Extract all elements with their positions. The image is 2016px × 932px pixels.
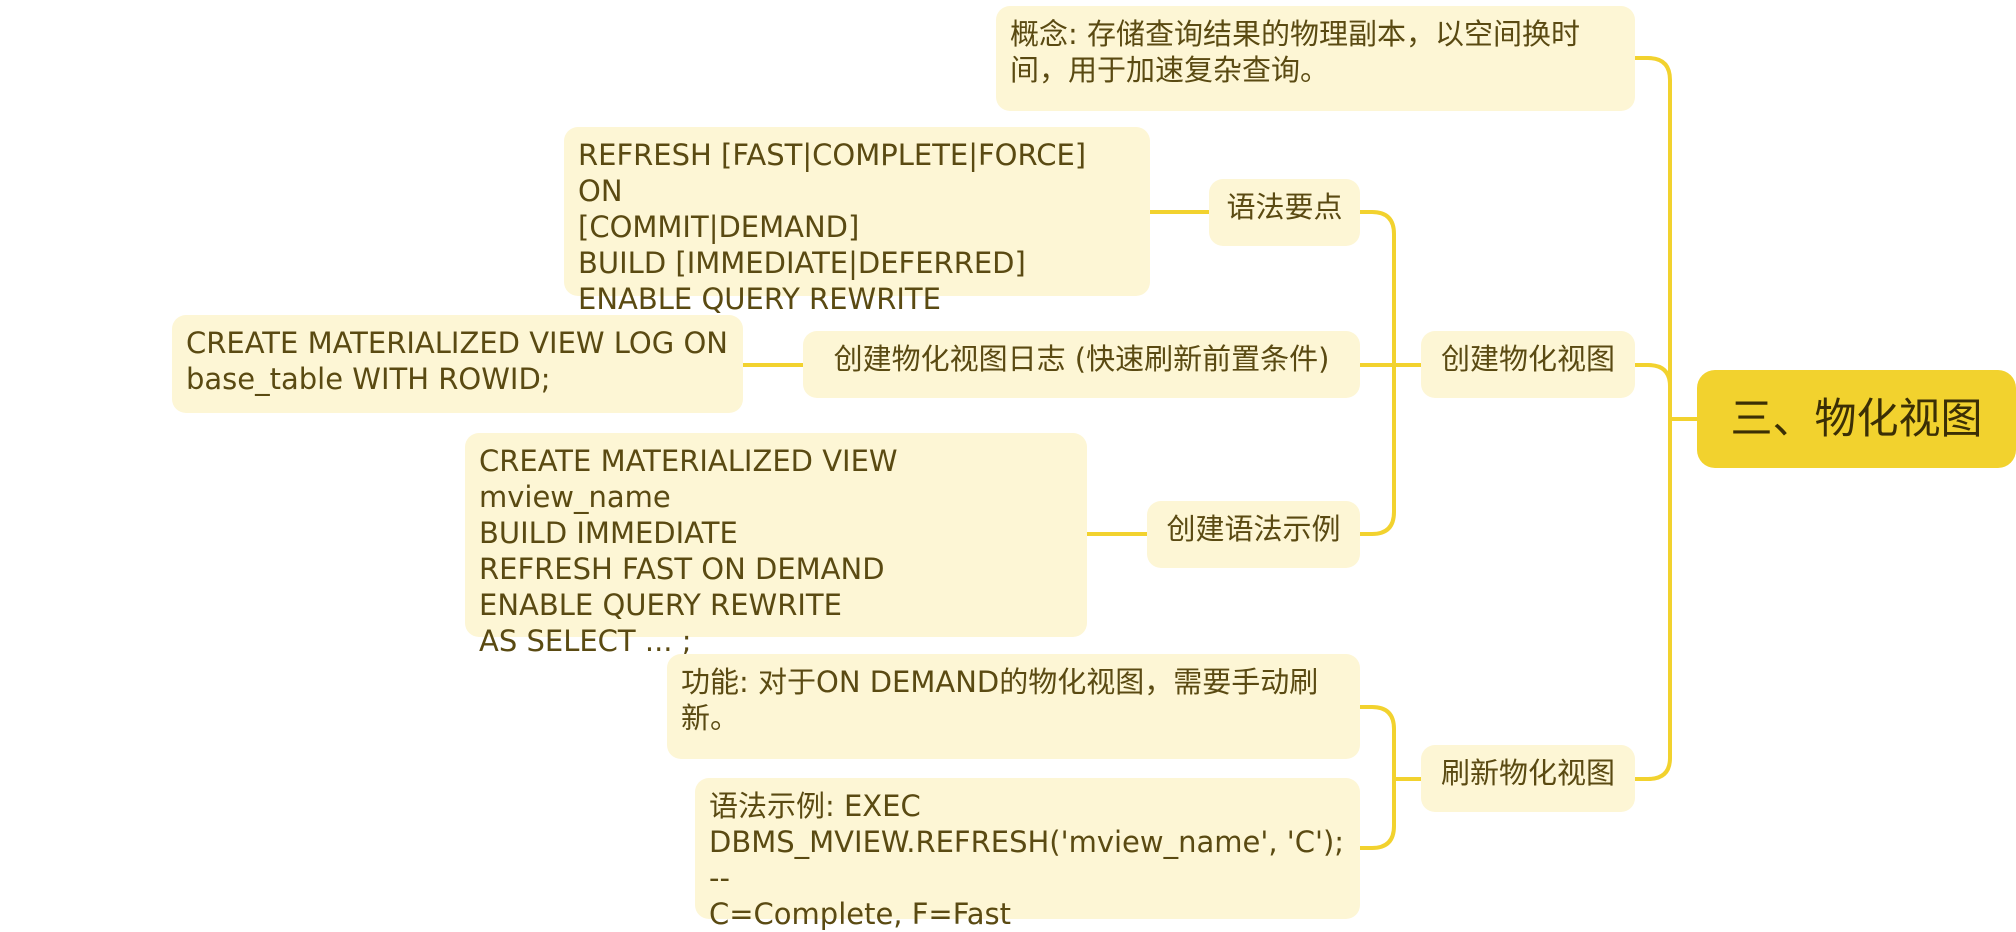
connector-root-create: [1633, 363, 1672, 421]
create-example-code[interactable]: CREATE MATERIALIZED VIEW mview_name BUIL…: [465, 433, 1087, 658]
connector-create-example: [1358, 363, 1396, 536]
connector-root-concept: [1633, 56, 1672, 421]
create-example-node[interactable]: 创建语法示例: [1147, 501, 1360, 568]
mview-log-node[interactable]: 创建物化视图日志 (快速刷新前置条件): [803, 331, 1360, 398]
connector-refresh-function: [1358, 705, 1396, 781]
refresh-function-node[interactable]: 功能: 对于ON DEMAND的物化视图，需要手动刷 新。: [667, 654, 1360, 759]
create-mview-node[interactable]: 创建物化视图: [1421, 331, 1635, 398]
refresh-mview-node[interactable]: 刷新物化视图: [1421, 745, 1635, 812]
connector-create-syntax: [1358, 210, 1396, 367]
refresh-example-node[interactable]: 语法示例: EXEC DBMS_MVIEW.REFRESH('mview_nam…: [695, 778, 1360, 931]
syntax-points-code[interactable]: REFRESH [FAST|COMPLETE|FORCE] ON [COMMIT…: [564, 127, 1150, 316]
mview-log-code[interactable]: CREATE MATERIALIZED VIEW LOG ON base_tab…: [172, 315, 743, 413]
connector-root-refresh: [1633, 417, 1672, 781]
concept-node[interactable]: 概念: 存储查询结果的物理副本，以空间换时间，用于加速复杂查询。: [996, 6, 1635, 111]
syntax-points-node[interactable]: 语法要点: [1209, 179, 1360, 246]
connector-refresh-example: [1358, 777, 1396, 850]
mindmap-root[interactable]: 三、物化视图: [1697, 370, 2016, 468]
